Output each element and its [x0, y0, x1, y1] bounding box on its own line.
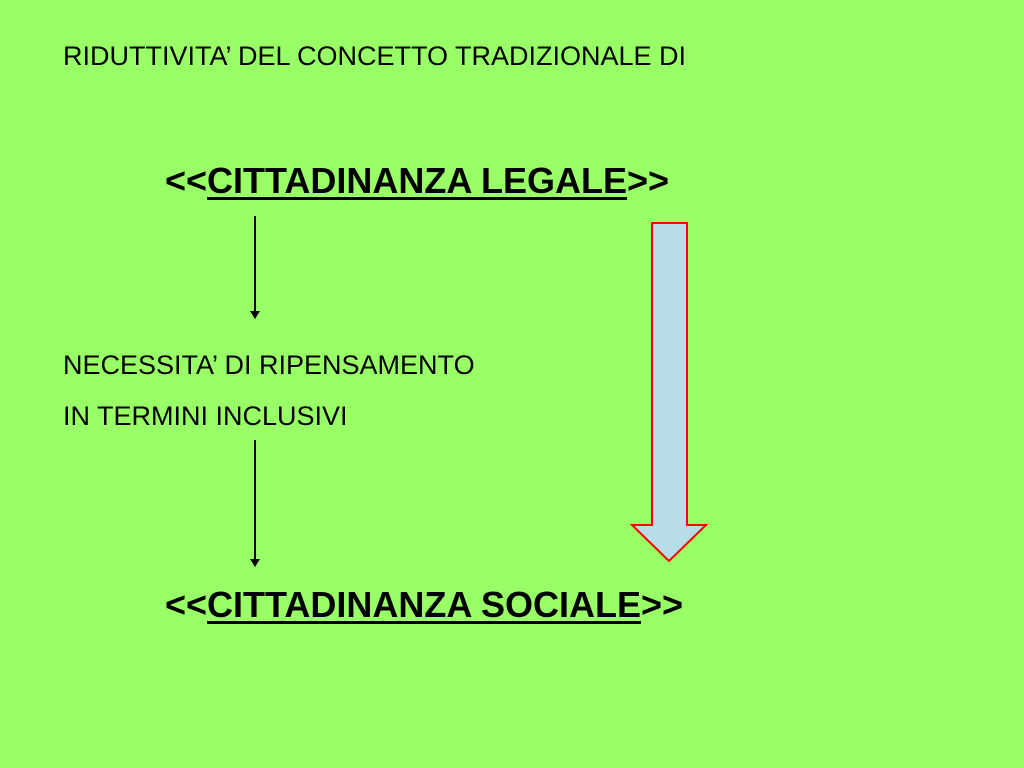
social-citizenship-term: CITTADINANZA SOCIALE	[207, 584, 642, 625]
social-open-brackets: <<	[165, 584, 208, 625]
rethink-line-1: NECESSITA’ DI RIPENSAMENTO	[63, 350, 475, 380]
big-down-arrow-icon	[629, 222, 709, 563]
slide-heading: RIDUTTIVITA’ DEL CONCETTO TRADIZIONALE D…	[63, 41, 687, 71]
legal-citizenship-title: <<CITTADINANZA LEGALE>>	[165, 163, 669, 199]
legal-open-brackets: <<	[165, 160, 208, 201]
social-close-brackets: >>	[641, 584, 684, 625]
legal-citizenship-term: CITTADINANZA LEGALE	[207, 160, 628, 201]
legal-close-brackets: >>	[627, 160, 670, 201]
social-citizenship-title: <<CITTADINANZA SOCIALE>>	[165, 587, 683, 623]
rethink-line-2: IN TERMINI INCLUSIVI	[63, 401, 348, 431]
